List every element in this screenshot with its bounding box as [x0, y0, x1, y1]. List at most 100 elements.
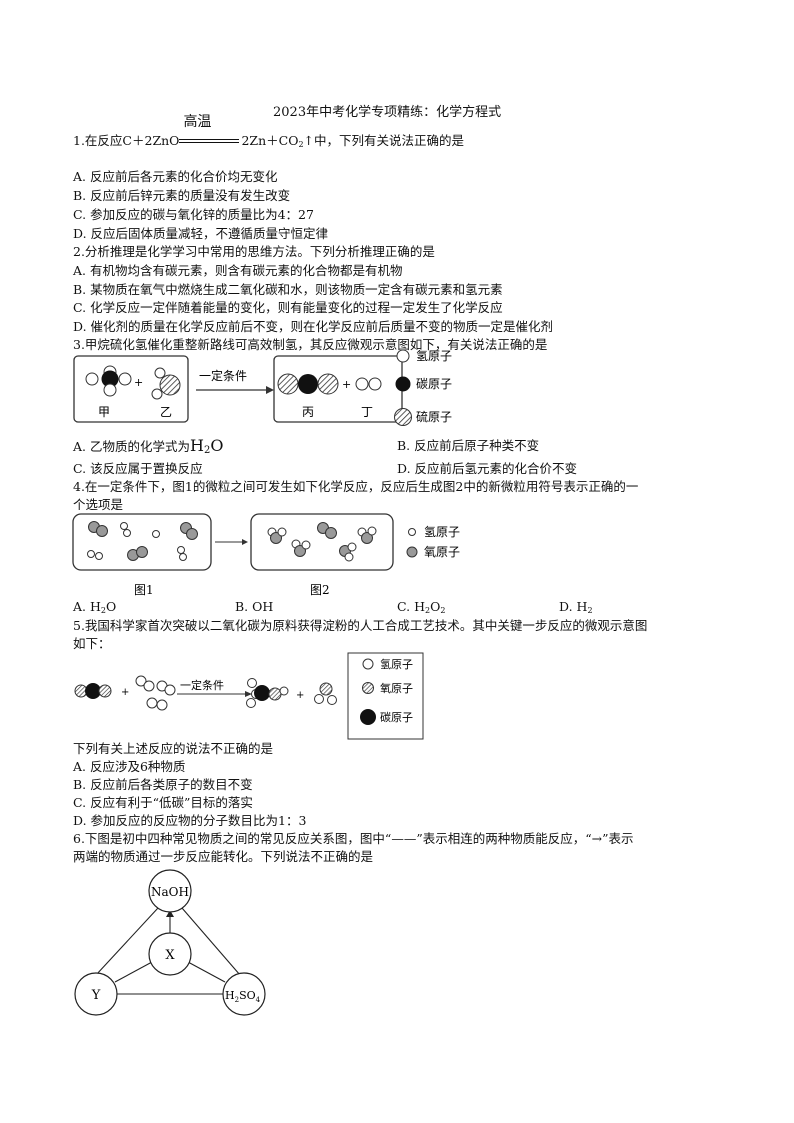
- q4-fig2-box: [250, 513, 394, 571]
- q1-option-c[interactable]: C. 参加反应的碳与氧化锌的质量比为4：27: [73, 207, 314, 222]
- q3-formula-o: O: [210, 436, 224, 455]
- q1-stem-suffix: ↑中，下列有关说法正确的是: [303, 133, 465, 148]
- q1-option-a[interactable]: A. 反应前后各元素的化合价均无变化: [73, 169, 278, 184]
- q2-option-b[interactable]: B. 某物质在氧气中燃烧生成二氧化碳和水，则该物质一定含有碳元素和氢元素: [73, 282, 503, 297]
- q5-question: 下列有关上述反应的说法不正确的是: [73, 741, 274, 756]
- q3-option-a[interactable]: A. 乙物质的化学式为H2O: [73, 436, 224, 457]
- q5-h-atom: [247, 678, 257, 688]
- q4-option-b[interactable]: B. OH: [235, 599, 274, 614]
- q5-option-b[interactable]: B. 反应前后各类原子的数目不变: [73, 777, 253, 792]
- q4-legend-h-icon: [408, 528, 416, 536]
- q1-option-d[interactable]: D. 反应后固体质量减轻，不遵循质量守恒定律: [73, 226, 329, 241]
- q4-stem-line1: 4.在一定条件下，图1的微粒之间可发生如下化学反应，反应后生成图2中的新微粒用符…: [73, 479, 639, 494]
- q3-option-b[interactable]: B. 反应前后原子种类不变: [397, 438, 540, 453]
- q1-equal-sign: 高温: [179, 115, 241, 148]
- q5-legend-h-icon: [362, 658, 374, 670]
- q6-line-naoh-y: [95, 907, 159, 976]
- q3-formula-h: H: [189, 436, 204, 455]
- q5-legend-h: 氢原子: [380, 657, 413, 671]
- q6-label-y: Y: [91, 988, 101, 1003]
- q5-c-atom: [254, 685, 270, 701]
- q4-h-atom: [344, 552, 354, 562]
- q6-label-naoh: NaOH: [151, 885, 189, 899]
- q4-diagram: 氢原子 氧原子 图1 图2: [72, 513, 460, 597]
- q5-option-d[interactable]: D. 参加反应的反应物的分子数目比为1：3: [73, 813, 307, 828]
- q3-s-atom: [317, 373, 339, 395]
- q3-plus: +: [134, 376, 143, 389]
- q6-node-y: [74, 972, 118, 1016]
- q4-h-atom: [277, 527, 287, 537]
- q4-fig1-box: [72, 513, 212, 571]
- q2-option-c[interactable]: C. 化学反应一定伴随着能量的变化，则有能量变化的过程一定发生了化学反应: [73, 300, 503, 315]
- q4-stem-line2: 个选项是: [73, 497, 124, 512]
- q4-option-a[interactable]: A. H2O: [73, 599, 117, 616]
- q4-h-atom: [95, 552, 103, 560]
- q3-s-atom: [277, 373, 299, 395]
- q5-stem-line2: 如下：: [73, 636, 111, 651]
- q3-c-atom: [101, 370, 119, 388]
- q3-option-d[interactable]: D. 反应前后氢元素的化合价不变: [397, 461, 578, 476]
- q6-node-naoh: [148, 869, 192, 913]
- q3-label-jia: 甲: [98, 405, 110, 419]
- q4-legend-h: 氢原子: [424, 524, 460, 539]
- q3-label-bing: 丙: [302, 405, 314, 419]
- q5-h-atom: [135, 675, 147, 687]
- q3-h-atom: [151, 388, 163, 400]
- q5-legend-o: 氧原子: [380, 681, 413, 695]
- q3-legend-c-icon: [395, 376, 411, 392]
- q4-option-d-text: D. H: [559, 599, 588, 614]
- q5-h-atom: [143, 680, 155, 692]
- q5-arrow-head: [245, 691, 252, 697]
- q5-c-atom: [85, 683, 101, 699]
- q5-option-c[interactable]: C. 反应有利于“低碳”目标的落实: [73, 795, 253, 810]
- q6-label-h: H: [225, 989, 235, 1002]
- q5-h-atom: [314, 694, 324, 704]
- q6-line-x-h2so4: [187, 961, 226, 983]
- q3-diagram: + 甲 乙 一定条件 + 丙 丁 氢原子 碳原子 硫原子: [73, 350, 452, 426]
- q4-o-atom: [96, 525, 108, 537]
- q5-legend-c: 碳原子: [380, 710, 413, 724]
- q4-h-atom: [367, 526, 377, 536]
- q5-o-atom: [98, 684, 112, 698]
- q4-h-atom: [301, 540, 311, 550]
- q3-label-ding: 丁: [361, 405, 373, 419]
- q5-o-atom: [268, 687, 282, 701]
- q4-h-atom: [177, 546, 185, 554]
- q2-option-d[interactable]: D. 催化剂的质量在化学反应前后不变，则在化学反应前后质量不变的物质一定是催化剂: [73, 319, 554, 334]
- q1-products: 2Zn＋CO: [241, 133, 299, 148]
- q5-legend-o-icon: [362, 682, 374, 694]
- q4-h-atom: [120, 522, 128, 530]
- q4-o-atom: [294, 545, 306, 557]
- q3-c-atom: [298, 374, 318, 394]
- q4-option-c[interactable]: C. H2O2: [397, 599, 446, 616]
- q6-node-x: [148, 932, 192, 976]
- q1-option-b[interactable]: B. 反应前后锌元素的质量没有发生改变: [73, 188, 291, 203]
- q3-h-atom: [85, 372, 99, 386]
- q5-legend-box: [347, 652, 424, 740]
- q6-stem-line2: 两端的物质通过一步反应能转化。下列说法不正确的是: [73, 849, 374, 864]
- q6-stem-line1: 6.下图是初中四种常见物质之间的常见反应关系图，图中“——”表示相连的两种物质能…: [73, 831, 634, 846]
- q5-condition: 一定条件: [180, 678, 224, 692]
- q2-option-a[interactable]: A. 有机物均含有碳元素，则含有碳元素的化合物都是有机物: [73, 263, 403, 278]
- q4-option-d[interactable]: D. H2: [559, 599, 593, 616]
- q5-option-a[interactable]: A. 反应涉及6种物质: [73, 759, 186, 774]
- q4-o-atom: [270, 532, 282, 544]
- q3-legend-h-icon: [396, 350, 410, 363]
- q4-arrow-head: [242, 539, 248, 545]
- q3-legend-s: 硫原子: [416, 409, 452, 424]
- q3-h-atom: [118, 372, 132, 386]
- q4-o-atom: [186, 528, 198, 540]
- q4-h-atom: [87, 550, 95, 558]
- q5-plus: +: [296, 690, 304, 701]
- q4-o-atom: [361, 532, 373, 544]
- q3-h-atom: [368, 377, 382, 391]
- q5-h-atom: [279, 686, 289, 696]
- q6-line-naoh-h2so4: [181, 907, 241, 976]
- q3-option-c[interactable]: C. 该反应属于置换反应: [73, 461, 203, 476]
- page-title: 2023年中考化学专项精练：化学方程式: [273, 105, 502, 120]
- q6-diagram: NaOH X Y H2SO4: [74, 869, 266, 1016]
- q5-h-atom: [246, 698, 256, 708]
- q4-fig1-label: 图1: [134, 583, 154, 597]
- q5-o-atom: [319, 682, 333, 696]
